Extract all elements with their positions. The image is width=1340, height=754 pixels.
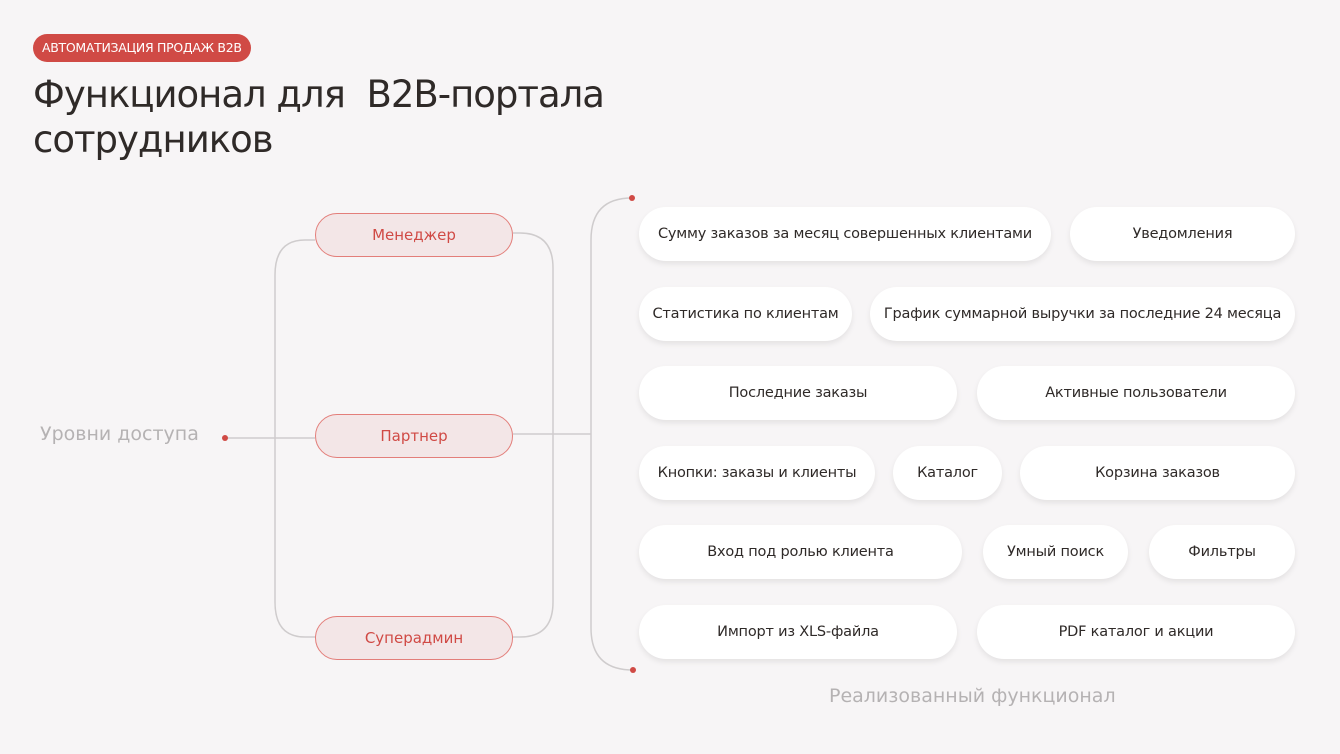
role-partner: Партнер xyxy=(315,414,513,458)
feature-pill: PDF каталог и акции xyxy=(977,605,1295,659)
title-line-1: Функционал для B2B-портала xyxy=(33,73,605,116)
access-dot xyxy=(222,435,228,441)
title-line-2: сотрудников xyxy=(33,118,274,161)
feature-pill: Фильтры xyxy=(1149,525,1295,579)
feature-pill: Кнопки: заказы и клиенты xyxy=(639,446,875,500)
feature-pill: Вход под ролью клиента xyxy=(639,525,962,579)
role-superadmin: Суперадмин xyxy=(315,616,513,660)
features-bracket-line xyxy=(590,197,634,671)
role-manager: Менеджер xyxy=(315,213,513,257)
feature-pill: Каталог xyxy=(893,446,1002,500)
feature-pill: Статистика по клиентам xyxy=(639,287,852,341)
bracket-bottom-dot xyxy=(630,667,636,673)
feature-pill: Умный поиск xyxy=(983,525,1128,579)
features-label: Реализованный функционал xyxy=(829,685,1116,707)
access-levels-label: Уровни доступа xyxy=(40,423,199,445)
page-title: Функционал для B2B-портала сотрудников xyxy=(33,72,605,162)
feature-pill: Сумму заказов за месяц совершенных клиен… xyxy=(639,207,1051,261)
feature-pill: Последние заказы xyxy=(639,366,957,420)
feature-pill: Импорт из XLS-файла xyxy=(639,605,957,659)
feature-pill: Активные пользователи xyxy=(977,366,1295,420)
right-bracket-line xyxy=(513,232,554,638)
feature-pill: Уведомления xyxy=(1070,207,1295,261)
feature-pill: График суммарной выручки за последние 24… xyxy=(870,287,1295,341)
bracket-top-dot xyxy=(629,195,635,201)
feature-pill: Корзина заказов xyxy=(1020,446,1295,500)
section-badge: АВТОМАТИЗАЦИЯ ПРОДАЖ B2B xyxy=(33,34,251,62)
